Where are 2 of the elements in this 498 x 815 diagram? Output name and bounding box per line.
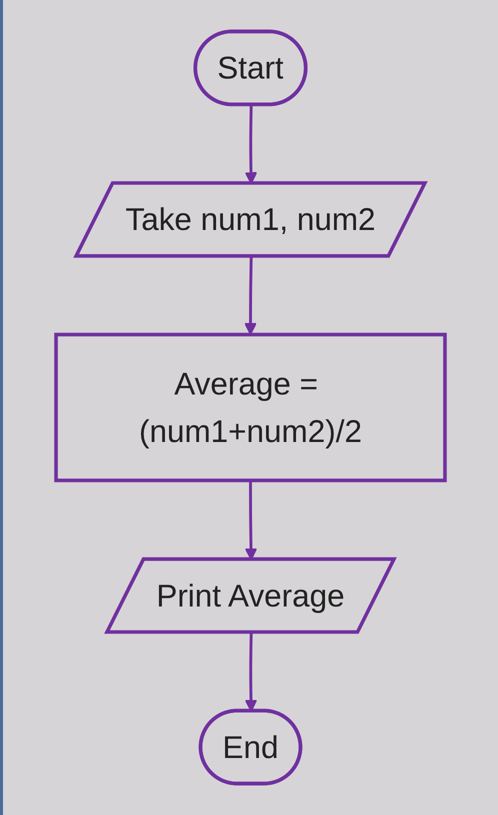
node-box: Average = (num1+num2)/2 <box>54 332 447 482</box>
arrow <box>244 256 257 336</box>
